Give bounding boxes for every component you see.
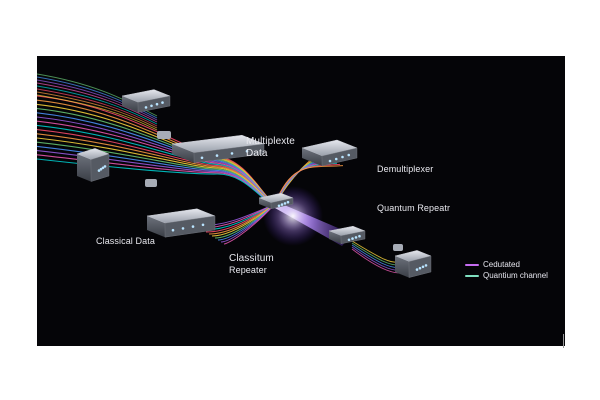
right-server-port-3: [424, 264, 428, 267]
top-module: [121, 89, 171, 113]
multiplexer-label-line2: Data: [246, 147, 268, 159]
demultiplexer-label: Demultiplexer: [377, 164, 434, 174]
fiber-top-5: [37, 88, 158, 127]
small-node-right: [393, 244, 403, 251]
quantum-repeater-device: [328, 225, 366, 245]
right-server: [394, 250, 432, 278]
legend-swatch-cedutated: [465, 263, 479, 266]
fiber-top-7: [37, 94, 158, 131]
top-module-side-left: [122, 96, 138, 113]
right-server-port-0: [415, 268, 419, 271]
top-module-port-0: [144, 106, 148, 109]
hub-switch-port-2: [283, 202, 287, 205]
demultiplexer-device: [301, 139, 358, 167]
classical-repeater-device-side-front: [164, 215, 216, 238]
quantum-repeater-device-port-1: [351, 237, 354, 240]
hub-switch-port-0: [277, 204, 281, 208]
left-server-port-1: [99, 167, 103, 171]
demultiplexer-device-port-1: [334, 157, 338, 161]
hub-switch-port-3: [286, 200, 290, 204]
classical-repeater-device-port-2: [191, 225, 195, 228]
fiber-top-0: [37, 73, 158, 117]
left-server-port-3: [103, 165, 107, 168]
multiplexer-device-side-left: [172, 144, 194, 163]
fiber-top-2: [37, 79, 158, 121]
fiber-top-4: [37, 85, 158, 125]
small-node-left: [145, 179, 157, 187]
multiplexer-label: Multiplexte Data: [246, 136, 295, 159]
small-node-top: [157, 131, 171, 139]
quantum-repeater-device-side-left: [329, 231, 341, 244]
classical-data-label: Classical Data: [96, 236, 155, 246]
hub-switch-port-1: [280, 203, 284, 206]
left-server: [76, 148, 110, 182]
multiplexer-device-port-3: [245, 149, 249, 153]
legend-item-cedutated: Cedutated: [465, 259, 548, 270]
quantum-repeater-device-side-front: [340, 230, 366, 245]
fiber-top-3: [37, 82, 158, 123]
quantum-repeater-device-port-2: [354, 236, 358, 239]
legend-text-cedutated: Cedutated: [483, 260, 520, 269]
left-server-side-front: [90, 153, 110, 182]
quantum-repeater-label: Quantum Repeatr: [377, 203, 451, 213]
legend-swatch-quantium-channel: [465, 274, 479, 277]
left-server-port-0: [97, 169, 101, 172]
multiplexer-device-side-front: [193, 143, 265, 164]
classitum-repeater-label-line2: Repeater: [229, 264, 267, 275]
multiplexer-device-port-0: [200, 156, 204, 160]
right-server-side-front: [408, 255, 432, 278]
legend-text-quantium-channel: Quantium channel: [483, 271, 548, 280]
diagram-canvas: Multiplexte Data Demultiplexer Quantum R…: [37, 56, 565, 346]
left-server-side-left: [77, 154, 91, 182]
edge-marker: [563, 334, 564, 348]
fiber-top-1: [37, 76, 158, 119]
legend: Cedutated Quantium channel: [465, 259, 548, 281]
hub-switch-side-left: [259, 198, 271, 209]
quantum-repeater-device-port-0: [347, 238, 351, 242]
demultiplexer-device-port-2: [341, 155, 344, 159]
right-server-port-1: [418, 266, 422, 270]
right-server-port-2: [421, 265, 425, 269]
top-module-port-2: [155, 102, 159, 106]
hub-switch: [258, 192, 294, 210]
multiplexer-device: [171, 134, 265, 164]
device-group: [76, 89, 432, 278]
multiplexer-label-line1: Multiplexte: [246, 136, 295, 147]
demultiplexer-device-port-3: [347, 153, 351, 157]
classical-repeater-device: [146, 208, 216, 238]
classical-repeater-device-port-3: [201, 223, 205, 227]
top-module-port-1: [150, 104, 153, 108]
classical-repeater-device-port-0: [171, 228, 175, 232]
demultiplexer-device-side-left: [302, 148, 322, 166]
network-diagram: [37, 73, 432, 278]
quantum-repeater-device-port-3: [358, 234, 361, 238]
top-module-port-3: [161, 101, 164, 104]
classitum-repeater-label-line1: Classitum: [229, 253, 274, 264]
demultiplexer-device-port-0: [328, 159, 332, 163]
classical-repeater-device-port-1: [181, 227, 185, 230]
classitum-repeater-label: Classitum Repeater: [229, 253, 274, 275]
multiplexer-device-port-2: [230, 152, 234, 155]
fiber-top-6: [37, 91, 158, 129]
legend-item-quantium-channel: Quantium channel: [465, 270, 548, 281]
left-server-port-2: [101, 166, 105, 170]
multiplexer-device-port-1: [215, 154, 219, 157]
right-server-side-left: [395, 256, 409, 278]
classical-repeater-device-side-left: [147, 216, 165, 238]
